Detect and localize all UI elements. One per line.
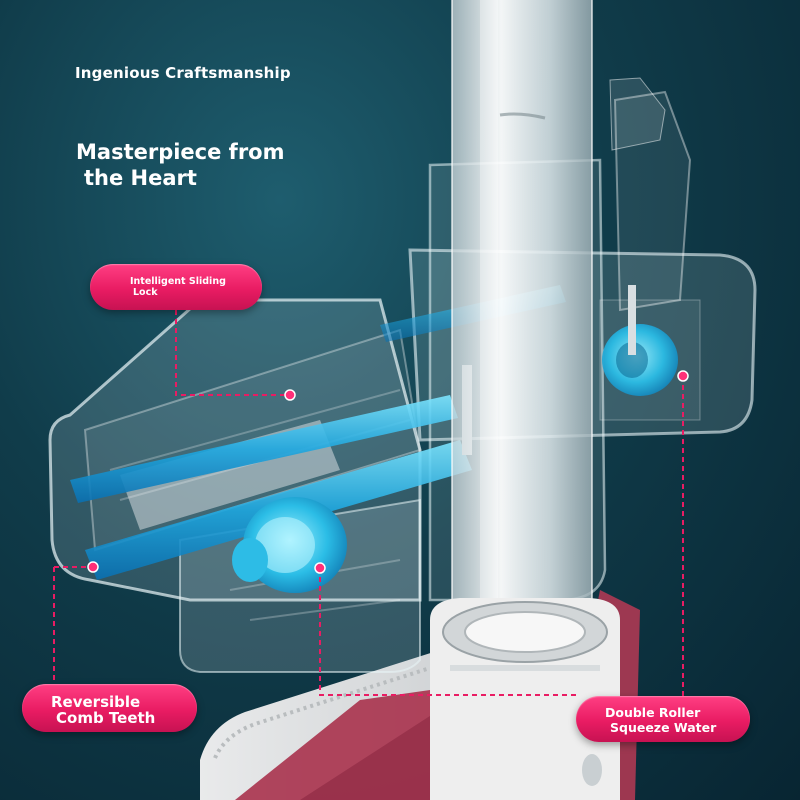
headline: Masterpiece from the Heart (76, 139, 336, 191)
comb-teeth-callout: Reversible Comb Teeth (22, 684, 197, 732)
sliding-lock-label-line1: Intelligent Sliding (130, 276, 226, 287)
callout-leaders (53, 310, 684, 700)
mop-pole (430, 0, 666, 800)
comb-marker-dot (87, 561, 99, 573)
double-roller-label-line1: Double Roller (605, 705, 701, 720)
kicker-text: Ingenious Craftsmanship (75, 64, 291, 82)
lock-marker-dot (284, 389, 296, 401)
double-roller-label-line2: Squeeze Water (610, 720, 717, 735)
headline-line2: the Heart (84, 166, 197, 190)
comb-teeth-label-line2: Comb Teeth (56, 709, 156, 727)
callout-dots (87, 370, 689, 574)
comb-teeth-label-line1: Reversible (51, 693, 141, 711)
roller-marker-dot (314, 562, 326, 574)
sliding-lock-label-line2: Lock (133, 287, 158, 298)
double-roller-callout: Double Roller Squeeze Water (576, 696, 750, 742)
sliding-lock-callout: Intelligent Sliding Lock (90, 264, 262, 310)
headline-line1: Masterpiece from (76, 140, 285, 164)
roller-right-marker-dot (677, 370, 689, 382)
